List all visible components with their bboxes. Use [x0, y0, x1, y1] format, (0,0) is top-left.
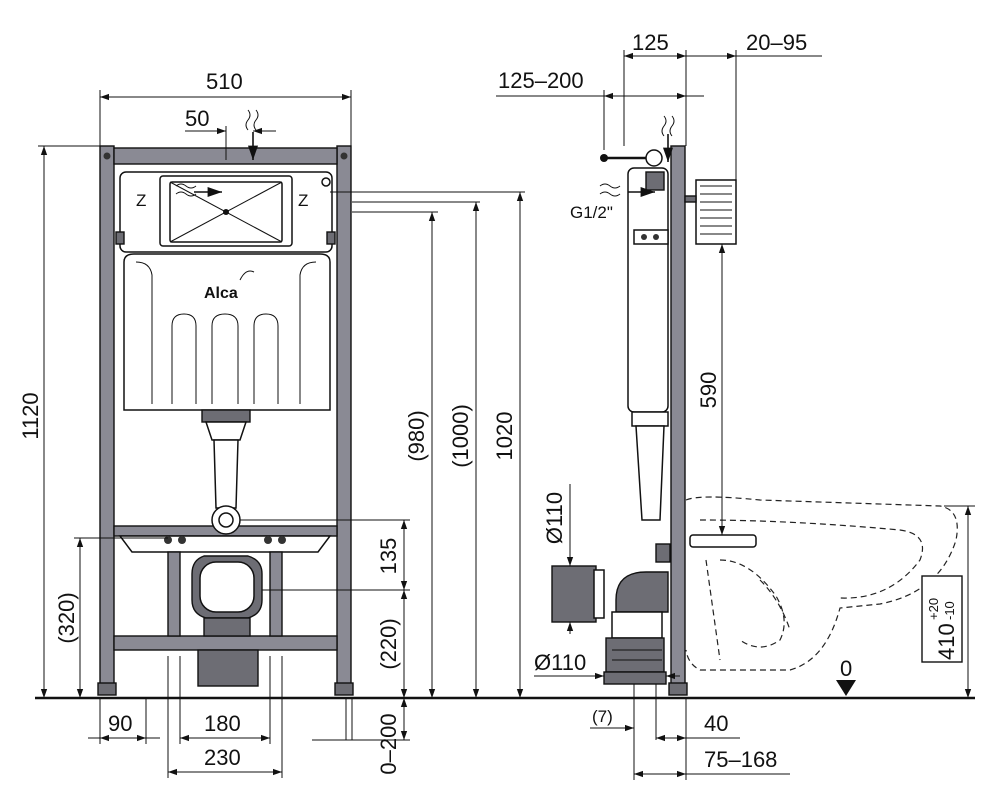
- frame-right-post: [336, 145, 352, 692]
- dim-depth-20-95: 20–95: [746, 30, 807, 55]
- dim-pipe-diameter-top: Ø110: [542, 492, 567, 544]
- front-view: Z Z Alca 510: [18, 69, 525, 778]
- frame-left-post: [99, 145, 115, 692]
- floor-zero-label: 0: [840, 656, 852, 681]
- toilet-bowl-outline: [685, 496, 958, 671]
- dim-height-980: (980): [404, 410, 429, 461]
- cistern-side: [627, 167, 669, 413]
- brand-logo: Alca: [204, 285, 238, 302]
- dim-height-590: 590: [696, 372, 721, 409]
- dim-pipe-diameter-bottom: Ø110: [534, 650, 586, 675]
- dim-height-320: (320): [54, 592, 79, 643]
- thread-label: G1/2": [570, 203, 613, 222]
- floor-zero-marker: [836, 680, 856, 696]
- dim-offset-top: 50: [185, 106, 209, 131]
- dim-offset-40: 40: [704, 711, 728, 736]
- dim-width-90: 90: [108, 711, 132, 736]
- dim-height-135: 135: [376, 538, 401, 575]
- dim-height-1020: 1020: [492, 412, 517, 461]
- side-frame-post: [670, 145, 686, 692]
- dim-height-1000: (1000): [448, 404, 473, 468]
- height-410-box: [921, 575, 963, 663]
- side-drain-elbow: [615, 571, 669, 613]
- dim-width-180: 180: [204, 711, 241, 736]
- wall-bracket: [695, 179, 737, 245]
- side-view: 125 20–95 125–200 G1/2" 590 Ø110 Ø110 (7…: [496, 30, 975, 780]
- dim-height-total: 1120: [18, 392, 43, 439]
- dim-offset-75-168: 75–168: [704, 747, 777, 772]
- frame-bottom-bar: [113, 635, 338, 651]
- dim-height-410: 410: [934, 623, 959, 660]
- svg-text:Z: Z: [136, 191, 146, 210]
- dim-depth-125: 125: [632, 30, 669, 55]
- dim-height-220: (220): [376, 618, 401, 669]
- dim-width-total: 510: [206, 69, 243, 94]
- dim-depth-125-200: 125–200: [498, 68, 584, 93]
- dim-tolerance-plus: +20: [926, 598, 941, 620]
- dim-width-230: 230: [204, 745, 241, 770]
- svg-text:Z: Z: [298, 191, 308, 210]
- dim-tolerance-minus: -10: [942, 601, 957, 620]
- dim-offset-7: (7): [592, 707, 613, 726]
- cistern-body: [123, 253, 331, 411]
- dim-adjust-0-200: 0–200: [376, 713, 401, 774]
